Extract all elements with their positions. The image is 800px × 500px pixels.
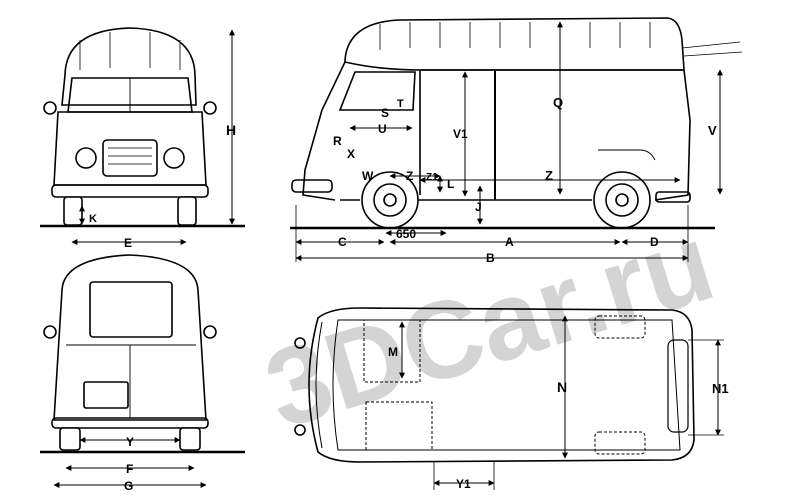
dim-label-k: K <box>89 213 97 225</box>
dim-label-y: Y <box>126 435 134 449</box>
dim-label-650: 650 <box>396 227 416 241</box>
top-dimensions <box>399 315 724 490</box>
dim-label-h: H <box>226 122 236 138</box>
dim-label-v: V <box>708 123 717 138</box>
dim-label-l: L <box>447 177 454 191</box>
dim-label-a: A <box>505 235 514 249</box>
dim-label-z-cargo: Z <box>545 168 553 183</box>
dim-label-x: X <box>347 147 355 161</box>
dim-label-q: Q <box>553 95 563 110</box>
dim-label-s: S <box>381 106 389 120</box>
dim-label-n1: N1 <box>712 381 729 396</box>
dim-label-b: B <box>486 251 495 265</box>
dim-label-y1: Y1 <box>456 477 471 491</box>
side-view <box>291 17 743 229</box>
dim-label-v1: V1 <box>453 127 468 141</box>
dim-label-j: J <box>475 200 482 214</box>
dim-label-f: F <box>126 462 133 476</box>
dim-label-z1: Z1 <box>426 172 438 183</box>
dim-label-t: T <box>397 98 404 110</box>
front-view <box>43 27 217 226</box>
rear-dimensions <box>53 437 207 488</box>
rear-view <box>43 254 217 451</box>
top-view <box>294 307 695 463</box>
side-dimensions <box>295 21 723 262</box>
dim-label-d: D <box>650 235 659 249</box>
dim-label-m: M <box>388 345 398 359</box>
dim-label-n: N <box>557 379 567 395</box>
dim-label-z-front: Z <box>406 169 413 183</box>
dim-label-w: W <box>362 169 374 183</box>
dim-label-r: R <box>333 134 342 148</box>
front-dimensions <box>71 29 235 245</box>
dim-label-g: G <box>124 479 133 493</box>
dim-label-u: U <box>378 122 387 136</box>
dim-label-e: E <box>124 236 132 250</box>
dim-label-c: C <box>338 235 347 249</box>
